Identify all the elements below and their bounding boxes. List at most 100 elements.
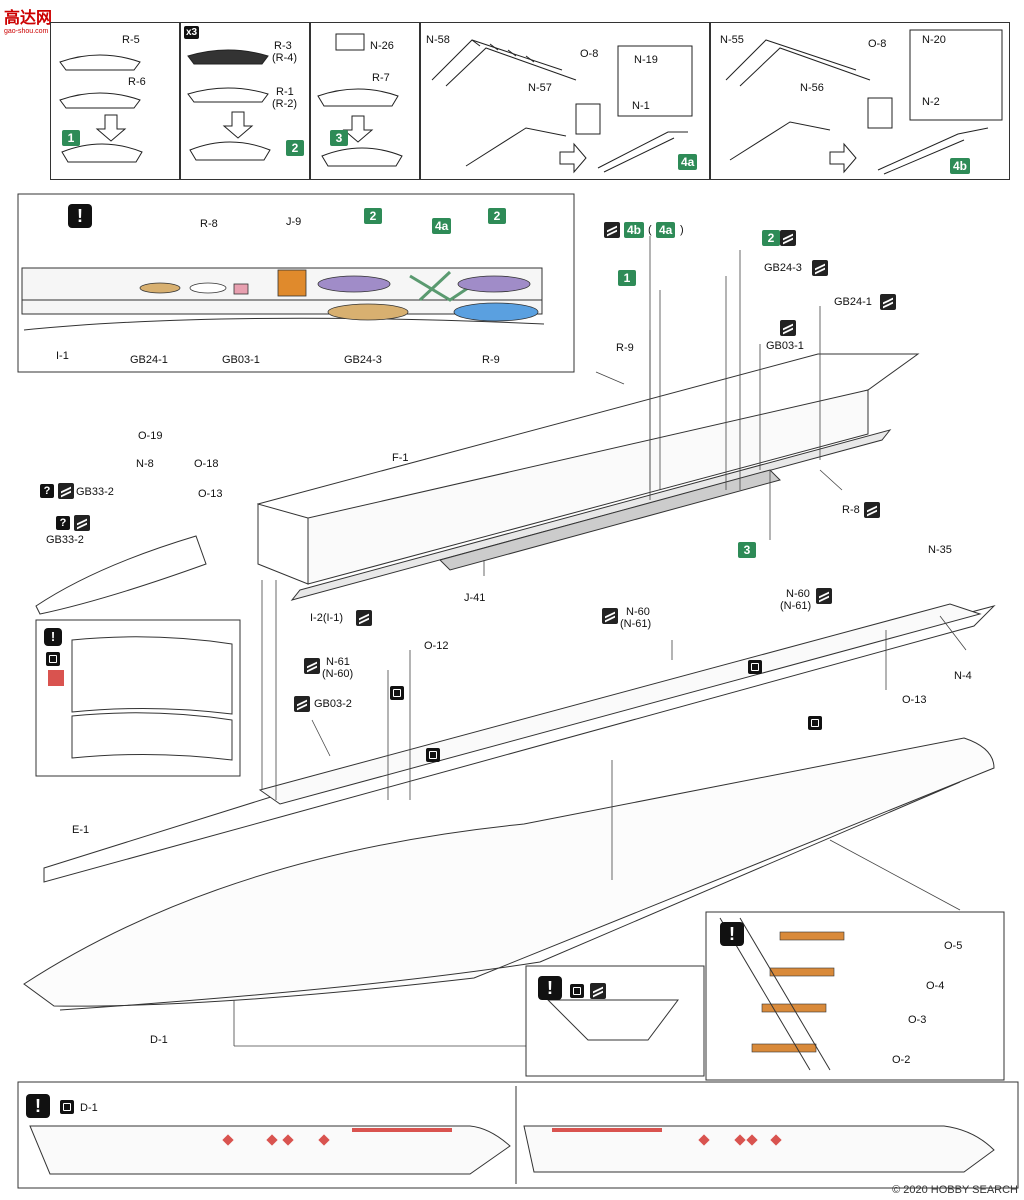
attention-icon-small: ! <box>44 628 62 646</box>
label-r8: R-8 <box>842 504 860 516</box>
boat-r8-detail <box>189 282 227 294</box>
label-n19: N-19 <box>634 54 658 66</box>
label-n61b: (N-61) <box>620 618 652 630</box>
inset-glue-hull <box>546 999 679 1041</box>
label-r6: R-6 <box>128 76 146 88</box>
brace-o4 <box>769 967 835 977</box>
label-o13b: O-13 <box>902 694 927 706</box>
n20-inset <box>909 29 1003 121</box>
label-f1: F-1 <box>392 452 409 464</box>
label-gb03-2: GB03-2 <box>314 698 352 710</box>
paint-swatch <box>48 670 64 686</box>
leader-detail-box <box>595 371 625 385</box>
label-n60b: N-60 <box>626 606 650 618</box>
crane-n57-detail <box>471 39 535 63</box>
glue-icon-r8 <box>864 502 880 518</box>
bottom-hull-right <box>523 1125 995 1173</box>
label-n61a: (N-61) <box>780 600 812 612</box>
brace-o3 <box>761 1003 827 1013</box>
step-badge-detail-2b: 2 <box>488 208 506 224</box>
brace-o5 <box>779 931 845 941</box>
label-o2: O-2 <box>892 1054 911 1066</box>
red-diamond-5 <box>698 1134 710 1146</box>
cut-icon-bottom <box>60 1100 74 1114</box>
label-d1: D-1 <box>150 1034 168 1046</box>
glue-icon-n60a <box>816 588 832 604</box>
glue-icon-inset <box>590 983 606 999</box>
deck-j41 <box>290 429 892 601</box>
red-diamond-4 <box>318 1134 330 1146</box>
inset-small-deck <box>71 636 233 715</box>
leader-n4 <box>939 615 967 651</box>
brace-o2 <box>751 1043 817 1053</box>
boat-r9-detail <box>453 302 539 322</box>
cut-icon-4 <box>426 748 440 762</box>
label-o8-b: O-8 <box>868 38 887 50</box>
label-gb24-1-detail: GB24-1 <box>130 354 168 366</box>
label-r8-detail: R-8 <box>200 218 218 230</box>
boat-purple-1 <box>317 275 391 293</box>
label-j9-detail: J-9 <box>286 216 302 228</box>
flight-deck-e1-top <box>258 603 982 805</box>
arrow-down-3 <box>342 115 374 143</box>
label-n61c: N-61 <box>326 656 350 668</box>
boat-assembled-2 <box>189 141 271 161</box>
label-gb24-3: GB24-3 <box>764 262 802 274</box>
arrow-right-4b <box>829 142 857 174</box>
hull-d1 <box>23 737 995 1007</box>
bow-part <box>35 535 207 615</box>
inset-small-box <box>35 619 241 777</box>
boat-r1 <box>187 87 269 103</box>
label-gb03-1-detail: GB03-1 <box>222 354 260 366</box>
boat-r7 <box>317 88 399 107</box>
deck-strip <box>439 469 781 571</box>
paren-open: ( <box>648 224 652 236</box>
crane-n58 <box>431 39 577 87</box>
step-badge-detail-4a: 4a <box>432 218 452 234</box>
step-badge-main-1: 1 <box>618 270 636 286</box>
leader-r8 <box>819 469 843 491</box>
label-o18: O-18 <box>194 458 219 470</box>
step-badge-main-4a: 4a <box>656 222 676 238</box>
boat-r5 <box>59 54 141 71</box>
leader-gb03-2 <box>311 719 331 757</box>
cut-icon-1 <box>748 660 762 674</box>
detail-hull-curve <box>23 317 545 331</box>
paren-close: ) <box>680 224 684 236</box>
label-n56: N-56 <box>800 82 824 94</box>
label-n60a: N-60 <box>786 588 810 600</box>
hull-d1-keel <box>59 781 961 1011</box>
label-r3: R-3 <box>274 40 292 52</box>
label-o3: O-3 <box>908 1014 927 1026</box>
glue-icon-n60b <box>602 608 618 624</box>
attention-icon-glue: ! <box>538 976 562 1000</box>
arrow-right-4a <box>559 142 587 174</box>
label-i2: I-2(I-1) <box>310 612 343 624</box>
red-diamond-2 <box>266 1134 278 1146</box>
crane-base-4b <box>867 97 893 129</box>
boat-gb24-3-detail <box>327 303 409 321</box>
boat-assembled-3 <box>321 147 403 167</box>
cut-icon-3 <box>808 716 822 730</box>
label-o19: O-19 <box>138 430 163 442</box>
question-icon-2: ? <box>56 516 70 530</box>
label-r1: R-1 <box>276 86 294 98</box>
label-n57: N-57 <box>528 82 552 94</box>
label-o13: O-13 <box>198 488 223 500</box>
label-gb24-3-detail: GB24-3 <box>344 354 382 366</box>
label-r4: (R-4) <box>272 52 298 64</box>
label-gb33-2b: GB33-2 <box>46 534 84 546</box>
glue-icon-gb33-2b <box>74 515 90 531</box>
glue-icon-i2 <box>356 610 372 626</box>
crane-assembled-4a-2 <box>465 127 567 167</box>
label-r2: (R-2) <box>272 98 298 110</box>
cut-icon-glue <box>570 984 584 998</box>
label-n20: N-20 <box>922 34 946 46</box>
label-o5: O-5 <box>944 940 963 952</box>
step-badge-1: 1 <box>62 130 80 146</box>
n19-inset <box>617 45 693 117</box>
red-diamond-3 <box>282 1134 294 1146</box>
glue-icon-gb33-2a <box>58 483 74 499</box>
crane-base-4a <box>575 103 601 135</box>
